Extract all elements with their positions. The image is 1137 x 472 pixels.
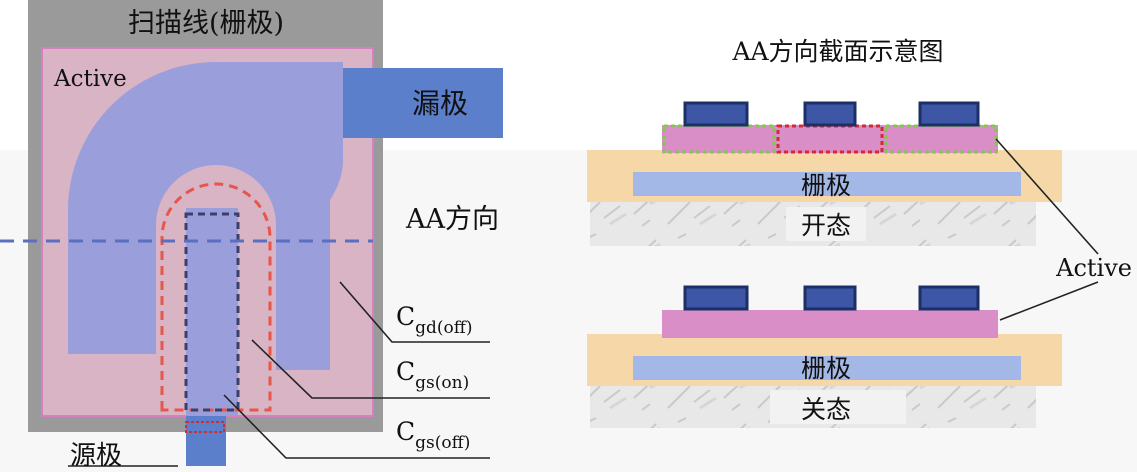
active-layer-on [662,125,998,153]
drain-label: 漏极 [412,87,468,120]
on-state-stack: 栅极 开态 [587,101,1062,246]
active-label-right: Active [1055,254,1132,282]
cross-section-title: AA方向截面示意图 [731,37,943,66]
cgs-on-leader [251,339,490,399]
active-leader-bottom [999,281,1099,321]
drain-channel-u [68,62,343,370]
source-finger [186,208,238,416]
electrode-off-1 [683,285,749,311]
off-state-stack: 栅极 关态 [587,285,1062,428]
gate-label-on: 栅极 [801,171,851,200]
source-edge-dash [185,421,225,433]
gate-bar-off [633,356,1021,380]
gate-title: 扫描线(栅极) [128,8,284,39]
gs-on-dashed-outline [160,182,272,412]
active-layer-off [662,310,998,338]
source-electrode [186,416,226,466]
cgs-off-label: Cgs(off) [396,417,470,453]
gate-bar-on [633,172,1021,196]
aa-direction-label: AA方向 [405,204,499,235]
green-dash-left [662,124,776,154]
state-label-bg-off [770,390,906,424]
electrode-on-1 [683,101,749,127]
drain-electrode [325,68,503,138]
source-label: 源极 [70,441,122,471]
active-label-left: Active [53,66,127,92]
electrode-off-3 [918,285,980,311]
electrode-on-3 [918,101,980,127]
gate-label-off: 栅极 [801,354,851,383]
electrode-on-2 [803,101,857,127]
cgd-off-leader [339,281,490,343]
gs-off-dashed-outline [184,212,240,412]
state-label-off: 关态 [801,395,851,424]
state-label-bg-on [786,207,866,241]
cgs-on-label: Cgs(on) [396,357,469,393]
cgs-off-leader [223,394,490,459]
active-leader-top [995,138,1099,255]
state-label-on: 开态 [801,211,851,240]
cgd-off-label: Cgd(off) [396,302,472,338]
electrode-off-2 [803,285,857,311]
